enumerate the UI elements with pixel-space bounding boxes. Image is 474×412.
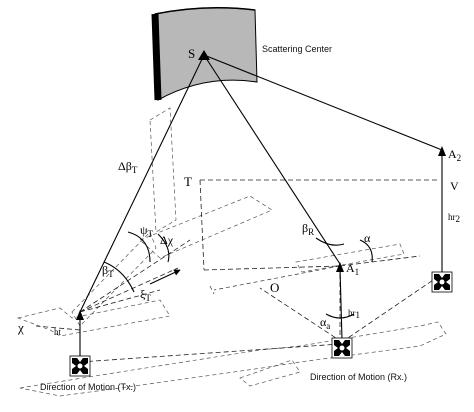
label-beta-r: βR bbox=[302, 221, 314, 237]
tx-azimuth-plane bbox=[139, 195, 273, 259]
label-t: T bbox=[184, 174, 192, 189]
label-beta-t: βT bbox=[102, 263, 114, 279]
label-alpha-a: αa bbox=[320, 315, 330, 331]
tx-beam-plane bbox=[71, 231, 157, 327]
label-scattering-center: Scattering Center bbox=[262, 44, 332, 54]
beta-t-arc bbox=[103, 261, 135, 293]
delta-chi-arc bbox=[157, 233, 170, 263]
label-psi-t: ψT bbox=[140, 223, 154, 239]
label-hr1: hr1 bbox=[348, 308, 360, 320]
rays bbox=[79, 54, 443, 356]
point-a1-marker bbox=[336, 262, 344, 272]
label-a2: A2 bbox=[448, 147, 461, 163]
tx-xi-ray bbox=[79, 267, 179, 313]
motion-planes bbox=[16, 107, 447, 397]
rx-azimuth-plane bbox=[295, 243, 405, 273]
ray-tx-to-s bbox=[79, 54, 205, 313]
label-delta-beta-t: ΔβT bbox=[118, 159, 138, 175]
alpha-arc bbox=[359, 239, 373, 263]
caption-rx-motion: Direction of Motion (Rx.) bbox=[310, 372, 407, 382]
label-ht: ht bbox=[54, 327, 62, 337]
tx-ground-ray bbox=[79, 289, 161, 313]
beta-r-arc bbox=[315, 237, 345, 246]
tx-to-rx-ground bbox=[79, 343, 341, 363]
vertical-from-t bbox=[199, 179, 205, 271]
psi-arc bbox=[127, 231, 151, 263]
chi-ray bbox=[35, 325, 81, 331]
point-tx-marker bbox=[76, 310, 84, 320]
tx-motion-arrow-outline bbox=[16, 299, 171, 337]
point-a2-marker bbox=[438, 146, 446, 156]
a1-mast bbox=[339, 267, 343, 341]
antenna-cross-icon bbox=[331, 337, 353, 359]
ray-s-to-a2 bbox=[203, 54, 443, 151]
xi-arrow bbox=[149, 269, 181, 285]
label-a1: A1 bbox=[346, 261, 359, 277]
baseline-o-tip bbox=[209, 285, 215, 295]
label-hr2: hr2 bbox=[448, 212, 460, 224]
label-delta-chi: Δχ bbox=[160, 233, 174, 247]
ground-plane-outline bbox=[19, 321, 447, 397]
label-xi-t: ξT bbox=[140, 287, 151, 303]
alpha-a-arc bbox=[325, 313, 355, 319]
label-v: V bbox=[450, 179, 459, 193]
a1-motion-dir bbox=[339, 255, 421, 267]
label-s: S bbox=[188, 46, 195, 61]
caption-tx-motion: Direction of Motion (Tx.) bbox=[40, 382, 136, 392]
antenna-cross-icon bbox=[431, 271, 453, 293]
angle-arcs bbox=[103, 231, 373, 319]
label-alpha: α bbox=[364, 231, 371, 245]
tx-vertical-plane bbox=[149, 107, 177, 233]
label-chi: χ bbox=[17, 320, 24, 335]
ray-s-to-a1 bbox=[203, 54, 341, 265]
rx-motion-arrow-outline bbox=[239, 359, 301, 387]
point-s-marker bbox=[198, 50, 210, 60]
tx-azimuth-ray bbox=[79, 239, 191, 313]
construction-lines bbox=[35, 152, 443, 363]
antenna-cross-icon bbox=[69, 355, 91, 377]
points bbox=[76, 50, 446, 320]
a1-to-o-ground bbox=[259, 287, 343, 343]
baseline-o bbox=[213, 265, 341, 291]
labels: S Scattering Center T A1 A2 V hr2 hr1 βR… bbox=[17, 44, 461, 392]
ground-to-a1 bbox=[203, 265, 341, 271]
a1-to-a2-ground bbox=[341, 273, 443, 343]
label-o: O bbox=[270, 280, 279, 295]
